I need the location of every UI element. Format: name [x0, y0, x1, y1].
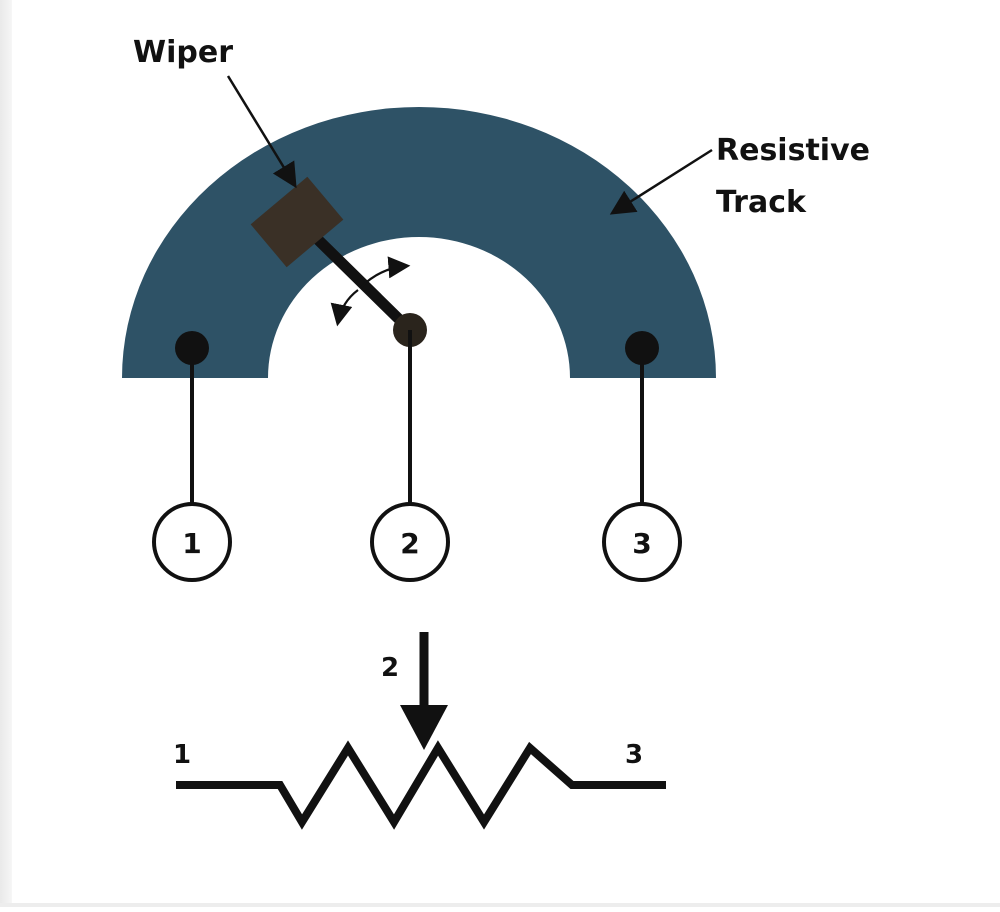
wiper-contact	[250, 176, 344, 268]
schematic-label-1: 1	[173, 740, 191, 770]
resistive-track	[122, 107, 716, 378]
schematic-wiper-arrowhead	[400, 705, 448, 750]
pin-number-1: 1	[182, 527, 201, 560]
resistive-track-label-line2: Track	[716, 185, 807, 220]
pin-circle-2	[370, 502, 450, 582]
pin-circle-1	[152, 502, 232, 582]
resistive-track-label-line1: Resistive	[716, 133, 870, 168]
pin-circle-3	[602, 502, 682, 582]
rotation-arrow-ccw	[330, 289, 359, 327]
pin-number-2: 2	[400, 527, 419, 560]
wiper-callout-arrow	[226, 75, 297, 189]
track-callout-arrow	[609, 148, 713, 215]
schematic-label-2: 2	[381, 653, 399, 683]
wiper-label: Wiper	[133, 35, 233, 70]
bottom-edge-shade	[0, 903, 1000, 907]
rotation-arrow-cw	[359, 256, 411, 289]
pin-number-3: 3	[632, 527, 651, 560]
schematic-label-3: 3	[625, 740, 643, 770]
resistor-zigzag	[176, 740, 666, 830]
left-edge-shade	[0, 0, 12, 907]
